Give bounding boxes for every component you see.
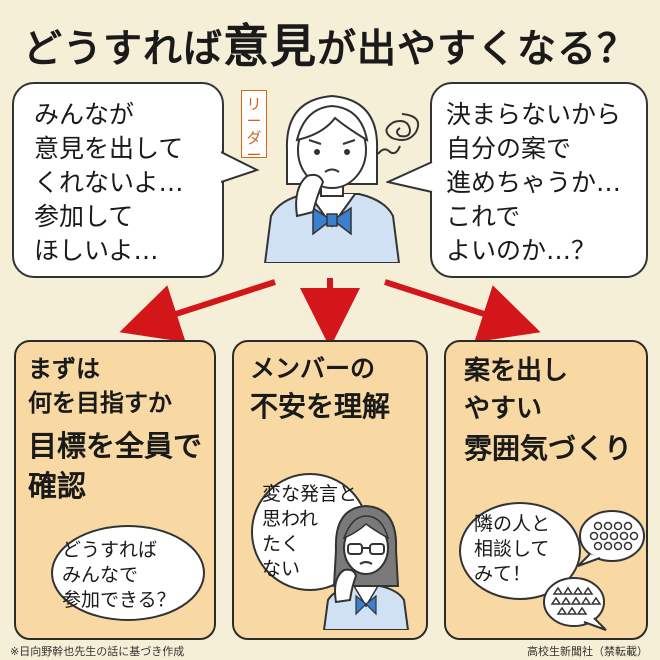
card-anxiety-heading: メンバーの [250, 354, 376, 383]
left-bubble-text: みんなが 意見を出して くれないよ… 参加して ほしいよ… [34, 100, 184, 265]
card-atmosphere-heading: 案を出し やすい [464, 356, 569, 424]
card-atmosphere-cloud [459, 502, 581, 600]
leader-speech-bubble-left: みんなが 意見を出して くれないよ… 参加して ほしいよ… [12, 82, 224, 278]
arrow-right [384, 279, 541, 343]
card-atmosphere-cloud-text: 隣の人と 相談して みて！ [474, 513, 551, 585]
arrow-left [119, 279, 276, 343]
left-bubble-tail [221, 151, 260, 183]
arrows [119, 278, 541, 348]
page-title: どうすれば意見が出やすくなる？ [22, 19, 638, 73]
card-goal-highlight: 目標を全員で 確認 [28, 429, 203, 503]
leader-illustration [263, 94, 401, 263]
worry-scribble-icon [377, 113, 420, 155]
right-bubble-text: 決まらないから 自分の案で 進めちゃうか… これで よいのか…？ [446, 100, 622, 265]
card-goal-cloud-text: どうすれば みんなで 参加できる？ [62, 539, 176, 611]
footer-credit: 高校生新聞社（禁転載） [527, 645, 648, 658]
right-bubble-tail [386, 161, 434, 193]
card-goal-heading: まずは 何を目指すか [28, 355, 172, 417]
chat-circles-icon [577, 510, 645, 567]
footer-note: ※日向野幹也先生の話に基づき作成 [10, 645, 185, 658]
leader-tag: リーダー [241, 90, 267, 164]
chat-triangles-icon [543, 577, 607, 631]
card-anxiety-cloud-text: 変な発言と 思われ たく ない [262, 483, 358, 580]
member-illustration [322, 504, 410, 630]
card-goal-cloud [51, 525, 205, 621]
leader-speech-bubble-right: 決まらないから 自分の案で 進めちゃうか… これで よいのか…？ [430, 82, 648, 278]
card-anxiety-highlight: 不安を理解 [250, 390, 391, 423]
card-atmosphere-highlight: 雰囲気づくり [464, 432, 633, 465]
